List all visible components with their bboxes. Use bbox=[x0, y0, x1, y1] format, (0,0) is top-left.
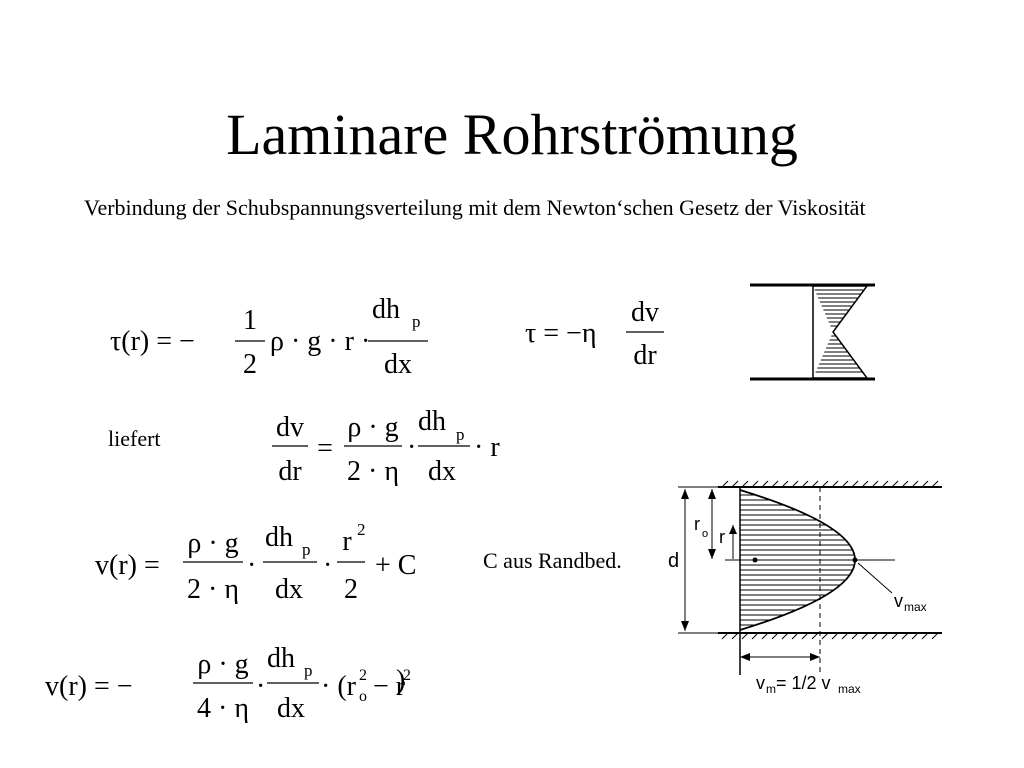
eq5-lhs: v(r) = − bbox=[45, 671, 133, 702]
label-vmax-sub: max bbox=[904, 600, 927, 614]
equation-velocity-gradient: dv dr = ρ · g 2 · η · dh p dx · r bbox=[272, 406, 500, 487]
eq3-frac2-num: ρ · g bbox=[347, 412, 398, 443]
eq4-dot1: · bbox=[247, 550, 256, 581]
label-vm-eq: = 1/2 v bbox=[776, 673, 831, 693]
label-ro: r bbox=[694, 514, 700, 534]
label-vmax: v bbox=[894, 591, 903, 611]
eq4-dot2: · bbox=[323, 550, 332, 581]
eq5-frac1-den: 4 · η bbox=[197, 693, 249, 724]
label-vm-eq-sub: max bbox=[838, 682, 861, 696]
eq4-frac3-num-sup: 2 bbox=[357, 520, 366, 539]
eq4-frac2-num-sub: p bbox=[302, 540, 311, 559]
eq3-dot1: · bbox=[407, 432, 416, 463]
eq1-frac1-den: 2 bbox=[243, 349, 257, 380]
intro-text: Verbindung der Schubspannungsverteilung … bbox=[84, 195, 866, 220]
eq3-tail: · r bbox=[474, 432, 500, 463]
eq5-tail-sub1: o bbox=[359, 688, 367, 705]
eq5-tail-open: · (r bbox=[321, 671, 357, 702]
eq5-tail-sup1: 2 bbox=[359, 667, 367, 684]
shear-profile-outline bbox=[813, 285, 869, 379]
eq2-lhs: τ = −η bbox=[525, 318, 596, 349]
eq3-frac1-den: dr bbox=[278, 456, 302, 487]
eq5-tail-minus: − r bbox=[373, 671, 406, 702]
eq2-frac-den: dr bbox=[633, 340, 657, 371]
equation-velocity-general: v(r) = ρ · g 2 · η · dh p dx · r 2 2 + C bbox=[95, 520, 416, 605]
eq3-frac3-num: dh bbox=[418, 406, 446, 437]
eq1-mid: ρ · g · r · bbox=[270, 326, 370, 357]
eq1-lhs: τ(r) = − bbox=[110, 326, 195, 357]
wall-hatch-top bbox=[721, 480, 939, 488]
eq3-frac3-num-sub: p bbox=[456, 425, 465, 444]
eq5-dot1: · bbox=[256, 671, 265, 702]
wall-hatch-bottom bbox=[721, 632, 939, 640]
eq4-frac1-den: 2 · η bbox=[187, 574, 239, 605]
eq3-frac2-den: 2 · η bbox=[347, 456, 399, 487]
eq4-frac1-num: ρ · g bbox=[187, 528, 238, 559]
eq4-lhs: v(r) = bbox=[95, 550, 160, 581]
equation-velocity-profile: v(r) = − ρ · g 4 · η · dh p dx · (r 2 o … bbox=[45, 643, 411, 724]
eq4-frac3-den: 2 bbox=[344, 574, 358, 605]
label-vm-sub: m bbox=[766, 682, 776, 696]
label-randbedingung: C aus Randbed. bbox=[483, 548, 622, 573]
eq5-tail-close: ) bbox=[396, 665, 406, 696]
eq3-equals: = bbox=[317, 433, 333, 464]
eq4-frac2-num: dh bbox=[265, 522, 293, 553]
shear-stress-diagram bbox=[750, 283, 875, 381]
eq5-frac2-num-sub: p bbox=[304, 661, 313, 680]
eq2-frac-num: dv bbox=[631, 297, 659, 328]
eq1-frac2-num-sub: p bbox=[412, 312, 421, 331]
eq4-frac2-den: dx bbox=[275, 574, 303, 605]
eq5-frac2-num: dh bbox=[267, 643, 295, 674]
label-d: d bbox=[668, 550, 679, 572]
label-ro-sub: o bbox=[702, 528, 708, 540]
eq5-frac2-den: dx bbox=[277, 693, 305, 724]
velocity-profile-diagram: d r o r v max v m = 1/2 v max bbox=[668, 480, 942, 696]
eq5-tail-sup2: 2 bbox=[403, 667, 411, 684]
label-r: r bbox=[719, 527, 725, 547]
eq1-frac1-num: 1 bbox=[243, 305, 257, 336]
label-vm: v bbox=[756, 673, 765, 693]
page-title: Laminare Rohrströmung bbox=[226, 102, 798, 167]
equation-shear-stress: τ(r) = − 1 2 ρ · g · r · dh p dx bbox=[110, 294, 428, 380]
equation-newton-viscosity: τ = −η dv dr bbox=[525, 297, 664, 371]
eq3-frac3-den: dx bbox=[428, 456, 456, 487]
eq5-frac1-num: ρ · g bbox=[197, 649, 248, 680]
eq1-frac2-num: dh bbox=[372, 294, 400, 325]
eq1-frac2-den: dx bbox=[384, 349, 412, 380]
shear-hatching-top bbox=[813, 289, 867, 327]
eq4-tail: + C bbox=[375, 550, 416, 581]
eq3-frac1-num: dv bbox=[276, 412, 304, 443]
label-liefert: liefert bbox=[108, 426, 161, 451]
eq4-frac3-num: r bbox=[342, 526, 352, 557]
